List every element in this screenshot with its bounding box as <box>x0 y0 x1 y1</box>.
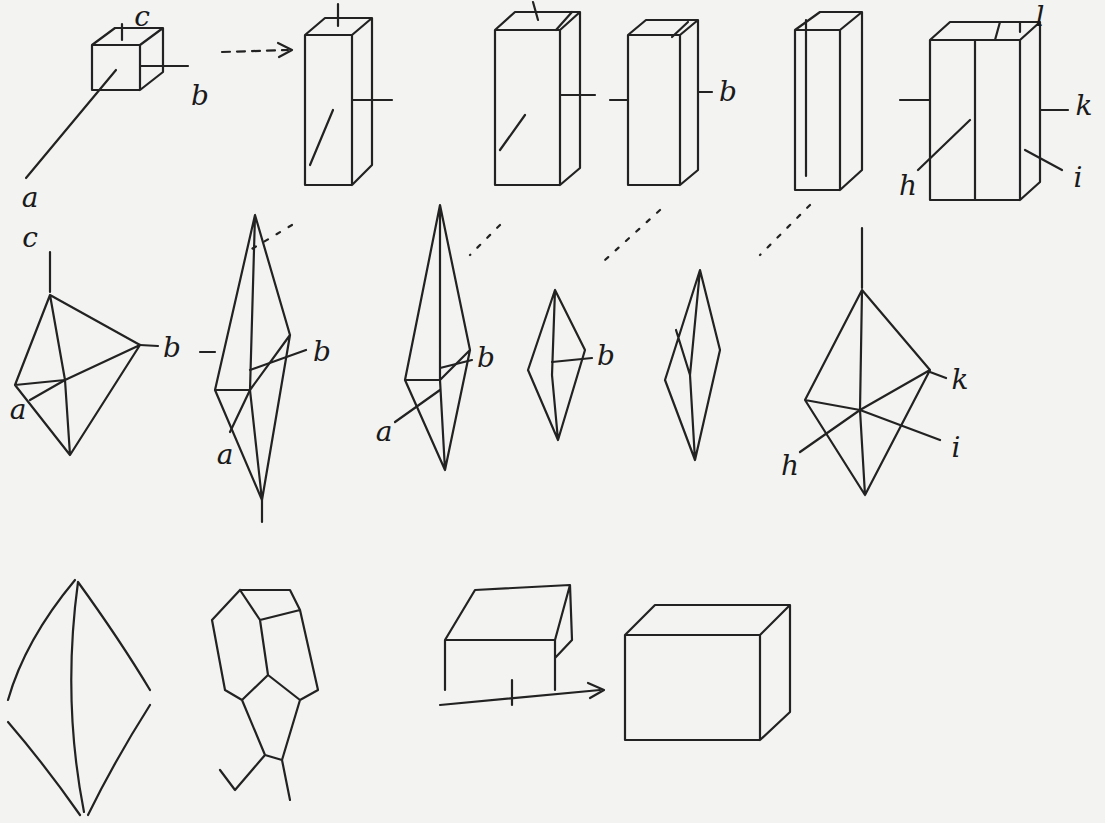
axis-line <box>800 228 946 452</box>
bipyramid-figure <box>800 228 946 495</box>
axis-label: h <box>899 172 917 200</box>
axis-line <box>552 358 592 362</box>
box-figure <box>440 585 604 705</box>
lens-figure <box>8 580 150 815</box>
axis-line <box>500 2 595 150</box>
axis-line <box>395 360 472 422</box>
prism-outline <box>795 12 862 190</box>
dotted-line <box>470 225 500 255</box>
axis-line <box>511 680 513 705</box>
bipyramid-outline <box>805 290 930 495</box>
axis-line <box>30 252 158 400</box>
prism-outline <box>305 18 372 185</box>
axis-label: h <box>781 452 799 480</box>
prism-outline <box>495 12 580 185</box>
box-outline <box>445 585 572 690</box>
box-outline <box>625 605 790 740</box>
axis-label: b <box>313 338 331 366</box>
prism-figure <box>495 2 595 185</box>
axis-label: a <box>22 184 39 212</box>
axis-label: i <box>1074 164 1083 192</box>
axis-label: b <box>163 334 181 362</box>
prism-figure <box>900 22 1068 200</box>
faceted-figure <box>212 590 318 800</box>
faceted-outline <box>212 590 318 800</box>
bipyramid-outline <box>15 295 140 455</box>
axis-line <box>200 350 306 522</box>
bipyramid-outline <box>665 270 720 460</box>
axis-line <box>140 65 188 67</box>
axis-label: b <box>191 82 209 110</box>
bipyramid-figure <box>395 205 472 470</box>
axis-label: c <box>22 224 38 252</box>
axis-label: l <box>1036 3 1045 31</box>
dotted-line <box>250 225 292 250</box>
bipyramid-outline <box>528 290 585 440</box>
axis-label: b <box>597 342 615 370</box>
prism-figure <box>305 4 392 185</box>
axis-label: a <box>376 418 393 446</box>
box-figure <box>625 605 790 740</box>
axis-line <box>900 22 1068 170</box>
lens-outline <box>8 580 150 815</box>
bipyramid-outline <box>405 205 470 470</box>
bipyramid-figure <box>665 270 720 460</box>
arrow-head <box>278 43 292 57</box>
dotted-links <box>250 205 810 260</box>
arrow-head <box>588 683 604 698</box>
prism-figure <box>795 12 862 190</box>
dotted-line <box>760 205 810 255</box>
axis-line <box>610 92 712 100</box>
axis-label: a <box>217 441 234 469</box>
axis-label: b <box>719 78 737 106</box>
axis-label: k <box>1076 92 1093 120</box>
dotted-line <box>605 210 660 260</box>
axis-label: c <box>134 3 150 31</box>
axis-label: a <box>10 396 27 424</box>
cube-figure <box>26 24 188 178</box>
axis-line <box>310 4 392 165</box>
axis-label: k <box>952 366 969 394</box>
prism-outline <box>628 20 698 185</box>
cube-outline <box>92 28 163 90</box>
prism-outline <box>930 22 1040 200</box>
dashed-line <box>222 50 288 52</box>
dashed-arrow <box>222 43 292 57</box>
axis-label: i <box>952 434 961 462</box>
bipyramid-outline <box>215 215 290 500</box>
bipyramid-figure <box>528 290 592 440</box>
prism-figure <box>610 20 712 185</box>
arrow-line <box>440 690 600 705</box>
axis-line <box>121 24 123 40</box>
axis-line <box>26 70 116 178</box>
axis-label: b <box>477 344 495 372</box>
bipyramid-figure <box>15 252 158 455</box>
bipyramid-figure <box>200 215 306 522</box>
